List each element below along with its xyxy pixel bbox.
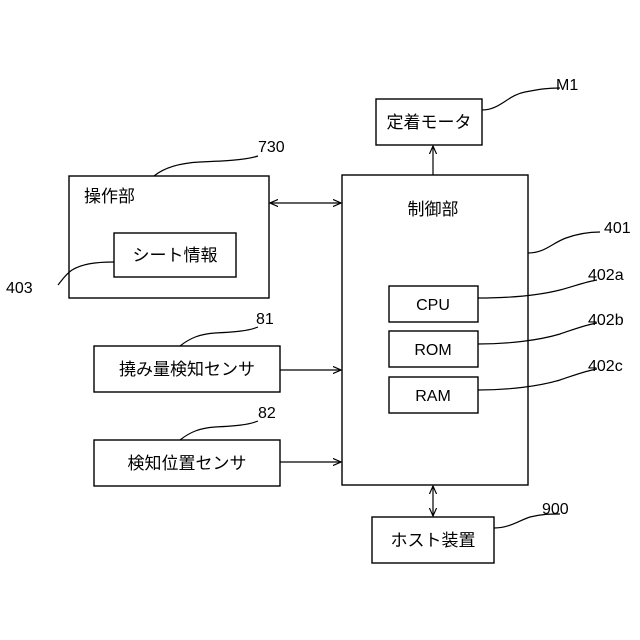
ref-81: 81 — [256, 311, 274, 328]
operation-unit-label: 操作部 — [84, 187, 135, 207]
control-unit-label: 制御部 — [408, 200, 459, 220]
host-device-label: ホスト装置 — [391, 531, 476, 551]
ref-m1: M1 — [556, 77, 578, 94]
sheet-info-label: シート情報 — [133, 246, 218, 266]
ref-900: 900 — [542, 501, 569, 518]
deflection-sensor-label: 撓み量検知センサ — [119, 360, 255, 380]
ref-401: 401 — [604, 220, 631, 237]
leader-401 — [528, 232, 600, 253]
ram-label: RAM — [415, 388, 451, 405]
ref-402c: 402c — [588, 358, 623, 375]
leader-m1 — [482, 88, 560, 110]
rom-label: ROM — [414, 342, 451, 359]
ref-402a: 402a — [588, 267, 624, 284]
ref-403: 403 — [6, 280, 33, 297]
fixing-motor-label: 定着モータ — [387, 113, 472, 133]
control-unit-box — [342, 175, 528, 485]
cpu-label: CPU — [416, 297, 450, 314]
position-sensor-label: 検知位置センサ — [128, 454, 247, 474]
ref-402b: 402b — [588, 312, 624, 329]
leader-730 — [154, 156, 258, 176]
leader-82 — [180, 421, 258, 440]
leader-81 — [180, 327, 258, 346]
ref-82: 82 — [258, 405, 276, 422]
ref-730: 730 — [258, 139, 285, 156]
